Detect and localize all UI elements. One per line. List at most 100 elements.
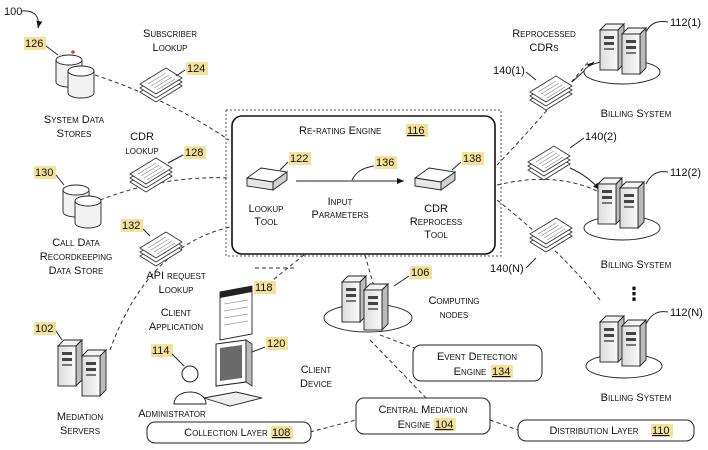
nodes-ref: 106: [411, 267, 429, 279]
reprocessed-line1: Reprocessed: [512, 28, 576, 40]
figure-ref-label: 100: [4, 6, 22, 18]
admin-ref: 114: [152, 345, 170, 357]
cdr-ref-n-leader: [525, 257, 537, 269]
cdr-lookup-leader: [167, 154, 184, 164]
lookup-tool-leader: [279, 161, 289, 171]
billing-1-server-icon-a: [599, 23, 625, 71]
subscriber-doc-icon: [139, 67, 183, 103]
input-params-line1: Input: [328, 196, 353, 208]
server-icon-2: [81, 349, 107, 397]
cdr-reprocess-tool: 138 CDR Reprocess Tool: [410, 152, 484, 241]
engine-outer-boundary: [225, 109, 502, 257]
event-detection-ref-highlight: [491, 365, 513, 378]
monitor-screen: [220, 345, 242, 381]
billing-1-label: Billing System: [601, 108, 672, 120]
client-app-titlebar: [220, 286, 252, 298]
cdr-lookup-line2: lookup: [125, 145, 158, 157]
admin-leader: [171, 353, 185, 367]
link-engine-billing-2: [496, 178, 606, 196]
subscriber-leader: [175, 69, 186, 77]
call-data-ref: 130: [35, 167, 53, 179]
system-data-stores: 126 System Data Stores: [24, 37, 105, 140]
link-central-distribution: [489, 419, 519, 431]
nodes-line2: nodes: [440, 309, 468, 321]
collection-layer-box: [146, 421, 312, 444]
cdr-ref-2: 140(2): [585, 131, 617, 143]
mediation-line2: Servers: [60, 425, 100, 437]
subscriber-lookup: Subscriber Lookup 124: [139, 28, 208, 103]
input-params-line2: Parameters: [311, 209, 368, 221]
event-detection-ref: 134: [492, 366, 510, 378]
administrator: 114 Administrator: [138, 344, 207, 420]
api-lookup-doc-icon: [139, 231, 183, 267]
cdr-lookup: CDR lookup 128: [125, 131, 206, 193]
red-dot-marker: [71, 50, 75, 54]
admin-ref-highlight: [151, 344, 173, 357]
billing-system-n: 112(N) Billing System: [585, 307, 703, 404]
billing-n-label: Billing System: [601, 392, 672, 404]
event-detection-line2: Engine: [454, 366, 487, 378]
central-mediation-engine: Central Mediation Engine 104: [355, 397, 491, 435]
mediation-servers: 102 Mediation Servers: [34, 322, 107, 437]
client-device-line1: Client: [301, 364, 332, 376]
distribution-layer-label: Distribution Layer: [550, 425, 639, 437]
cdr-lookup-line1: CDR: [130, 131, 154, 143]
billing-1-server-icon-b: [621, 27, 647, 75]
subscriber-ref: 124: [187, 63, 205, 75]
client-app-line2: Application: [149, 321, 204, 333]
reprocessed-cdrs-2: 140(2): [527, 131, 617, 181]
client-app-ref: 118: [255, 282, 273, 294]
input-params-leader: [351, 165, 375, 181]
client-app-window: [219, 285, 253, 341]
subscriber-lookup-line2: Lookup: [152, 42, 187, 54]
cylinder-icon-4: [74, 195, 102, 229]
reprocessed-cdrs: Reprocessed CDRs 140(1): [493, 28, 576, 111]
collection-layer-ref-highlight: [271, 426, 293, 439]
event-detection-engine: Event Detection Engine 134: [412, 344, 543, 382]
engine-ref-highlight: [406, 124, 428, 137]
central-mediation-line2: Engine: [398, 419, 431, 431]
billing-system-1: 112(1) Billing System: [583, 17, 701, 120]
subscriber-ref-highlight: [186, 62, 208, 75]
link-call-data-engine: [99, 177, 230, 201]
billing-n-server-icon-a: [599, 315, 625, 363]
cdr-doc-icon-1: [529, 75, 573, 111]
client-app-line1: Client: [161, 307, 192, 319]
central-mediation-ref: 104: [435, 419, 453, 431]
nodes-leader: [393, 275, 410, 287]
server-icon-1: [57, 339, 83, 387]
central-mediation-line1: Central Mediation: [379, 404, 468, 416]
lookup-tool-ref: 122: [290, 153, 308, 165]
engine-ref: 116: [407, 125, 425, 137]
mediation-leader: [55, 330, 63, 341]
billing-n-server-icon-b: [621, 319, 647, 367]
client-application: 118 Client Application: [149, 281, 276, 341]
admin-head-icon: [181, 365, 199, 383]
billing-2-server-icon-a: [597, 177, 623, 225]
engine-title-text: Re-rating Engine: [299, 125, 381, 137]
call-data-store: 130 Call Data Recordkeeping Data Store: [34, 166, 112, 277]
distribution-layer: Distribution Layer 110: [517, 419, 695, 442]
reprocess-line3: Tool: [424, 229, 448, 241]
reprocess-ref-highlight: [462, 152, 484, 165]
reprocess-line2: Reprocess: [410, 216, 462, 228]
reprocessed-line2: CDRs: [529, 42, 558, 54]
client-device-ref-highlight: [266, 337, 288, 350]
api-lookup-line1: API request: [146, 270, 206, 282]
node-server-icon-2: [363, 283, 389, 331]
input-params-ref: 136: [376, 157, 394, 169]
billing-1-leader: [645, 21, 669, 33]
billing-n-leader: [645, 311, 669, 325]
lookup-tool-ref-highlight: [289, 152, 311, 165]
reprocessed-cdrs-n: 140(N): [490, 217, 573, 275]
call-data-line3: Data Store: [49, 265, 104, 277]
monitor-side: [245, 339, 253, 387]
cdr-ref-n: 140(N): [490, 263, 524, 275]
collection-layer: Collection Layer 108: [146, 421, 312, 444]
reprocess-line1: CDR: [424, 203, 448, 215]
cylinder-icon-2: [67, 65, 95, 99]
mediation-ref-highlight: [34, 322, 56, 335]
system-stores-ref: 126: [25, 38, 43, 50]
